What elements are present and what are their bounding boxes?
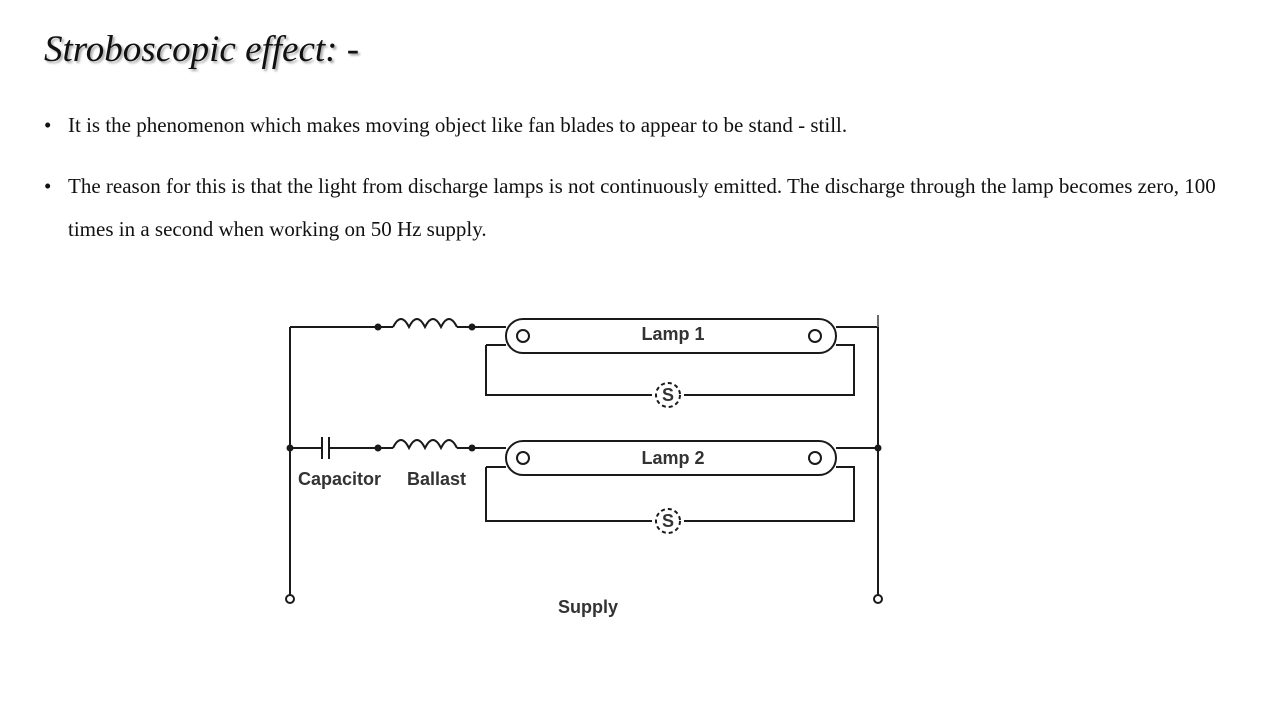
bullet-item: • The reason for this is that the light … xyxy=(44,165,1234,251)
supply-terminal-left xyxy=(285,594,295,604)
supply-terminal-right xyxy=(873,594,883,604)
bullet-text: It is the phenomenon which makes moving … xyxy=(68,113,848,137)
lamp-2-left-filament xyxy=(516,451,530,465)
starter-1-icon xyxy=(655,382,681,408)
starter-1-label: S xyxy=(662,385,674,405)
bullet-text: The reason for this is that the light fr… xyxy=(68,174,1216,241)
bullet-item: • It is the phenomenon which makes movin… xyxy=(44,104,1234,147)
circuit-diagram-svg: Lamp 1 S Capacitor Ballast Lamp 2 S xyxy=(285,315,883,617)
starter-2-label: S xyxy=(662,511,674,531)
circuit-diagram: Lamp 1 S Capacitor Ballast Lamp 2 S xyxy=(270,295,900,635)
lamp-2-tube xyxy=(505,440,837,476)
starter-2-icon xyxy=(655,508,681,534)
lamp-2-right-filament xyxy=(808,451,822,465)
ballast-1-coil xyxy=(392,318,458,330)
capacitor-label: Capacitor xyxy=(298,469,381,489)
starter-2-loop-wire xyxy=(485,466,855,522)
lamp-1-label: Lamp 1 xyxy=(641,324,704,344)
right-rail-wire xyxy=(836,326,879,595)
bullet-marker: • xyxy=(44,113,52,137)
junction-dot xyxy=(874,444,882,452)
lamp-2-label: Lamp 2 xyxy=(641,448,704,468)
lamp-1-left-filament xyxy=(516,329,530,343)
starter-1-loop-wire xyxy=(485,344,855,396)
supply-label: Supply xyxy=(558,597,618,617)
bullet-list: • It is the phenomenon which makes movin… xyxy=(44,104,1234,269)
ballast-label: Ballast xyxy=(407,469,466,489)
capacitor-symbol xyxy=(290,437,378,459)
slide-title: Stroboscopic effect: - xyxy=(44,29,360,70)
bullet-marker: • xyxy=(44,174,52,198)
lamp-1-tube xyxy=(505,318,837,354)
lamp-1-right-filament xyxy=(808,329,822,343)
ballast-2-coil xyxy=(392,439,458,451)
